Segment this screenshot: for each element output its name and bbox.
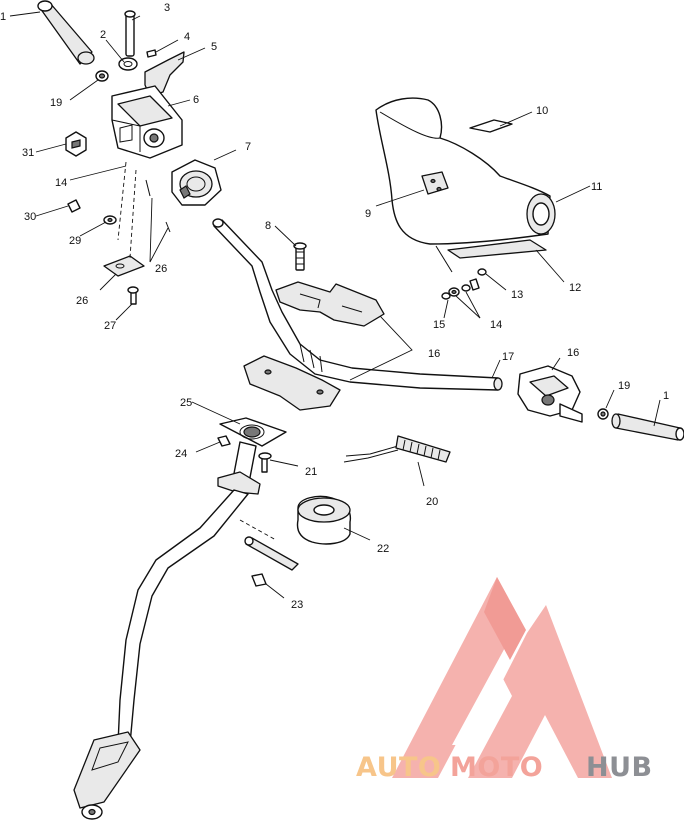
callout-11: 11 xyxy=(591,181,602,193)
nut-23 xyxy=(251,573,267,587)
callout-6: 6 xyxy=(193,94,199,106)
callout-27: 27 xyxy=(104,320,116,332)
watermark-auto: AUTO xyxy=(356,752,441,783)
screw-4 xyxy=(146,49,157,58)
alignment-line-post xyxy=(239,519,277,541)
callout-10: 10 xyxy=(536,105,548,117)
alignment-line-left-2 xyxy=(129,169,137,259)
callout-21: 21 xyxy=(305,466,317,478)
pad-insert-10 xyxy=(469,119,513,133)
callout-26-plate: 26 xyxy=(76,295,88,307)
bolt-27 xyxy=(127,286,139,305)
steering-arm xyxy=(73,731,141,820)
callout-29: 29 xyxy=(69,235,81,247)
callout-23: 23 xyxy=(291,599,303,611)
nut-19-right xyxy=(597,408,609,420)
callout-16-handlebar: 16 xyxy=(428,348,440,360)
throttle-housing-6 xyxy=(111,85,183,159)
pin-23 xyxy=(244,536,299,571)
callout-2: 2 xyxy=(100,29,106,41)
callout-13: 13 xyxy=(511,289,523,301)
callout-20: 20 xyxy=(426,496,438,508)
right-grip xyxy=(611,413,684,441)
handlebar-17 xyxy=(212,218,503,391)
callout-9: 9 xyxy=(365,208,371,220)
callout-26-screws: 26 xyxy=(155,263,167,275)
plate-26 xyxy=(103,255,145,277)
callout-5: 5 xyxy=(211,41,217,53)
callout-16-control: 16 xyxy=(567,347,579,359)
watermark-moto: MOTO xyxy=(450,752,543,783)
strap-12 xyxy=(435,239,547,273)
callout-labels: 1 2 3 4 5 6 7 8 9 10 11 12 13 14 14 15 1… xyxy=(0,2,669,611)
callout-1-left-grip: 1 xyxy=(0,11,6,23)
switch-31 xyxy=(65,131,87,157)
pin-3 xyxy=(124,10,136,57)
callout-14-right: 14 xyxy=(490,319,502,331)
callout-8: 8 xyxy=(265,220,271,232)
alignment-line-left xyxy=(117,161,127,241)
clamp-outline xyxy=(349,315,413,381)
nut-24 xyxy=(217,435,231,447)
callout-19-right: 19 xyxy=(618,380,630,392)
callout-30: 30 xyxy=(24,211,36,223)
left-grip xyxy=(37,0,95,65)
callout-15: 15 xyxy=(433,319,445,331)
clamp-upper-16 xyxy=(275,281,385,327)
cover-7 xyxy=(171,159,222,206)
callout-19-left: 19 xyxy=(50,97,62,109)
bushing-22 xyxy=(296,495,352,545)
callout-12: 12 xyxy=(569,282,581,294)
callout-14-left: 14 xyxy=(55,177,67,189)
callout-25: 25 xyxy=(180,397,192,409)
steering-post xyxy=(117,441,261,745)
callout-31: 31 xyxy=(22,147,34,159)
leader-lines xyxy=(9,11,661,599)
control-housing-18 xyxy=(517,365,583,423)
callout-3: 3 xyxy=(164,2,170,14)
callout-22: 22 xyxy=(377,543,389,555)
callout-24: 24 xyxy=(175,448,187,460)
screws-26-upper xyxy=(145,179,171,233)
callout-1-right-grip: 1 xyxy=(663,390,669,402)
washer-29 xyxy=(103,215,117,225)
callout-7: 7 xyxy=(245,141,251,153)
bolt-21 xyxy=(258,452,272,473)
callout-17: 17 xyxy=(502,351,514,363)
bolt-8 xyxy=(293,242,307,271)
mount-plate-25 xyxy=(219,417,287,447)
watermark-logo xyxy=(392,577,612,778)
watermark-hub: HUB xyxy=(586,752,653,783)
screw-30 xyxy=(67,199,81,213)
cable-20 xyxy=(343,435,451,463)
callout-4: 4 xyxy=(184,31,190,43)
nut-19-left xyxy=(95,70,109,82)
watermark-text: AUTO MOTO HUB xyxy=(356,752,653,783)
clamp-lower-16 xyxy=(243,355,341,411)
fasteners-13-15 xyxy=(441,268,487,300)
handlebar-pad xyxy=(375,97,556,245)
